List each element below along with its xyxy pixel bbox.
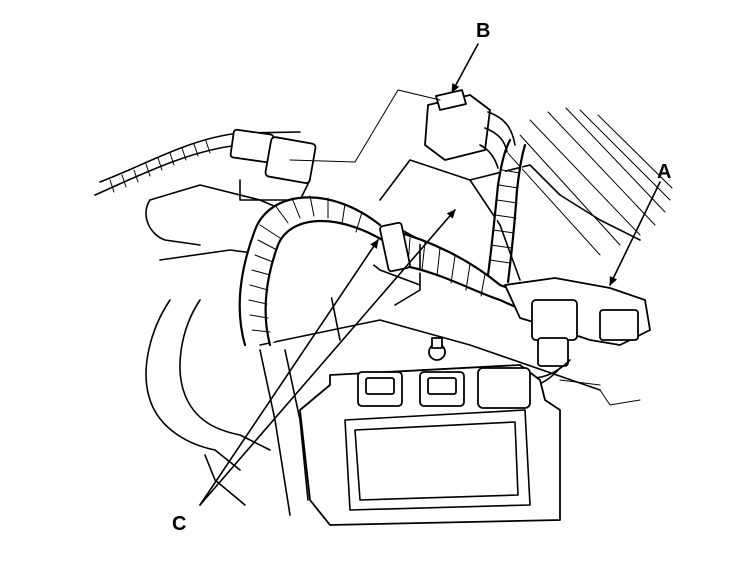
connector-b [424,89,516,169]
upper-left-harness [94,128,317,196]
callout-label-a: A [657,161,671,183]
callout-arrows [199,43,661,506]
center-harness [379,221,542,320]
bracket-tube [145,299,309,516]
main-loom [238,195,397,347]
vertical-harness [486,138,527,284]
connector-a [504,277,651,390]
ecm-module [299,337,561,526]
callout-label-b: B [476,20,490,42]
callout-label-c: C [172,513,186,535]
background-hatching [504,107,673,256]
leader-lines [289,89,641,406]
